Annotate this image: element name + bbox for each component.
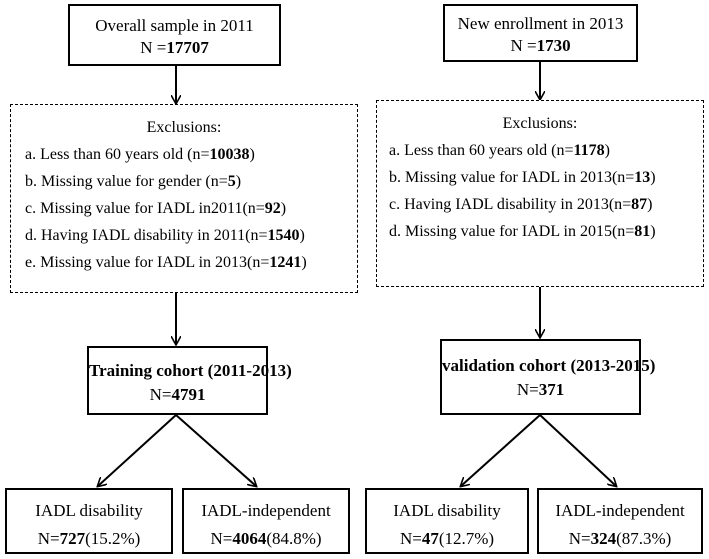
arrow-left-cohort-to-independent — [175, 414, 256, 486]
training-cohort-title: Training cohort (2011-2013) — [89, 361, 292, 380]
left-independent-label: IADL-independent — [201, 501, 331, 520]
validation-cohort-n: N=371 — [516, 380, 565, 399]
right-exclusions-box: Exclusions: a. Less than 60 years old (n… — [376, 100, 704, 287]
left-source-title: Overall sample in 2011 — [95, 16, 254, 35]
left-source-box: Overall sample in 2011 N =17707 — [68, 4, 281, 66]
right-exclusions-heading: Exclusions: — [502, 115, 578, 132]
right-exclusion-item-d: d. Missing value for IADL in 2015(n=81) — [389, 223, 656, 240]
arrow-left-cohort-to-disability — [98, 414, 177, 486]
right-disability-label: IADL disability — [393, 501, 501, 520]
left-exclusions-box: Exclusions: a. Less than 60 years old (n… — [10, 104, 358, 293]
right-independent-n: N=324(87.3%) — [568, 529, 672, 548]
left-exclusion-item-b: b. Missing value for gender (n=5) — [25, 173, 242, 190]
right-disability-box: IADL disability N=47(12.7%) — [365, 488, 529, 554]
left-disability-n: N=727(15.2%) — [37, 529, 141, 548]
left-disability-label: IADL disability — [35, 501, 143, 520]
right-source-title: New enrollment in 2013 — [457, 14, 624, 33]
right-disability-n: N=47(12.7%) — [399, 529, 495, 548]
arrow-right-cohort-to-independent — [539, 414, 616, 486]
left-exclusion-item-e: e. Missing value for IADL in 2013(n=1241… — [25, 254, 307, 271]
right-exclusion-item-a: a. Less than 60 years old (n=1178) — [389, 142, 610, 159]
right-source-n: N =1730 — [510, 36, 571, 55]
right-independent-label: IADL-independent — [555, 501, 685, 520]
left-exclusion-item-d: d. Having IADL disability in 2011(n=1540… — [25, 227, 305, 244]
training-cohort-box: Training cohort (2011-2013) N=4791 — [87, 346, 292, 415]
left-exclusions-heading: Exclusions: — [146, 119, 222, 136]
right-exclusion-item-b: b. Missing value for IADL in 2013(n=13) — [389, 169, 656, 186]
left-disability-box: IADL disability N=727(15.2%) — [5, 488, 173, 554]
left-source-n: N =17707 — [140, 38, 209, 57]
arrow-right-cohort-to-disability — [461, 414, 541, 486]
right-independent-box: IADL-independent N=324(87.3%) — [537, 488, 703, 554]
left-independent-box: IADL-independent N=4064(84.8%) — [182, 488, 350, 554]
right-exclusion-item-c: c. Having IADL disability in 2013(n=87) — [389, 196, 653, 213]
left-exclusion-item-a: a. Less than 60 years old (n=10038) — [25, 146, 255, 163]
left-exclusion-item-c: c. Missing value for IADL in2011(n=92) — [25, 200, 287, 217]
right-source-box: New enrollment in 2013 N =1730 — [443, 4, 638, 62]
training-cohort-n: N=4791 — [149, 385, 206, 404]
validation-cohort-box: validation cohort (2013-2015) N=371 — [440, 339, 656, 415]
left-independent-n: N=4064(84.8%) — [210, 529, 322, 548]
validation-cohort-title: validation cohort (2013-2015) — [442, 356, 656, 375]
